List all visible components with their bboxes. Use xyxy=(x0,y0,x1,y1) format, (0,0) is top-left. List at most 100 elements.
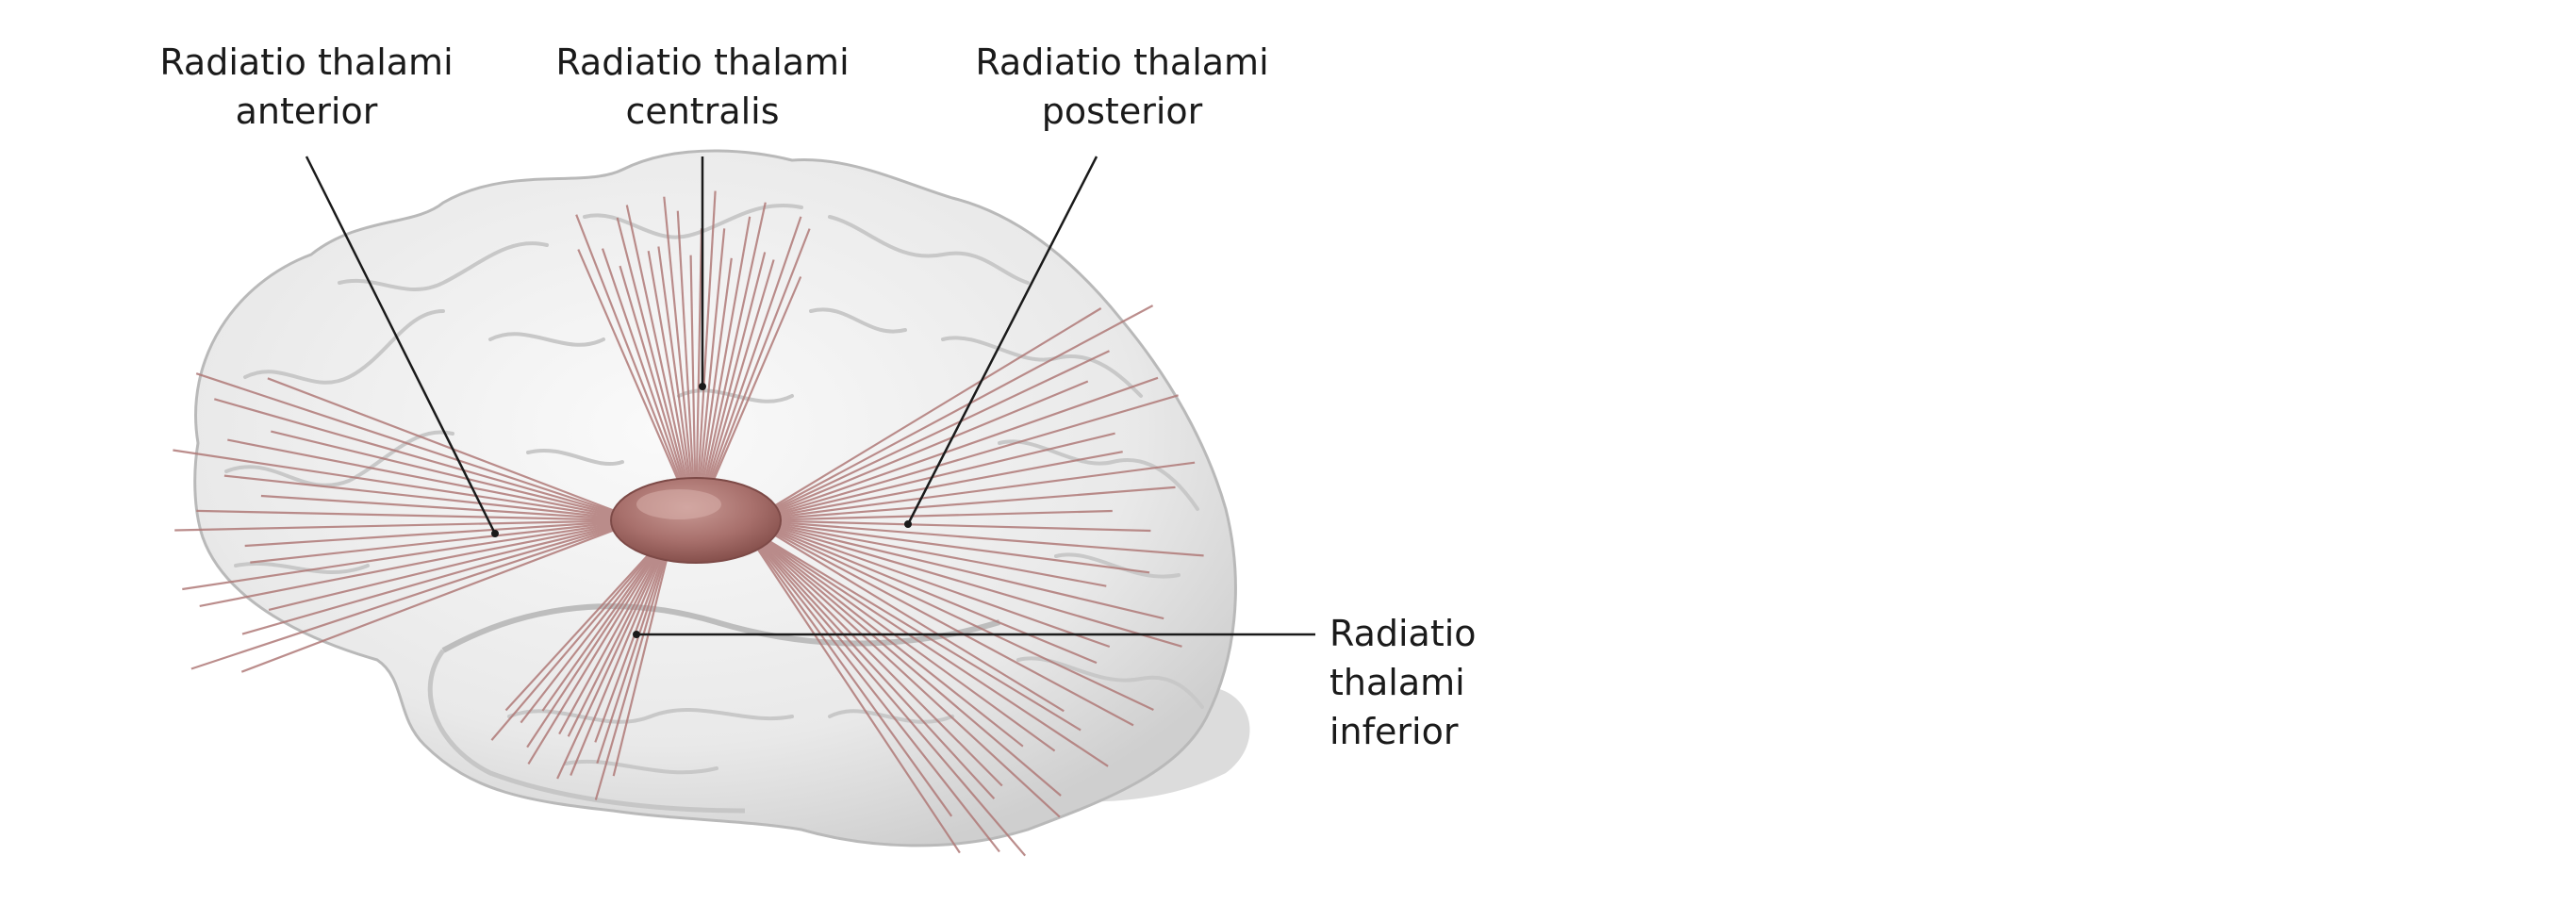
posterior-fiber xyxy=(770,520,1204,557)
posterior-fiber xyxy=(768,525,1111,649)
anterior-fiber xyxy=(182,521,621,591)
posterior-inferior-fiber xyxy=(758,542,996,800)
inferior-fiber xyxy=(490,551,652,741)
centralis-fiber xyxy=(710,276,802,485)
anterior-fiber xyxy=(240,525,623,673)
inferior-fiber xyxy=(541,553,655,712)
anterior-fiber xyxy=(174,519,621,532)
posterior-fiber xyxy=(768,380,1089,515)
centralis-fiber xyxy=(699,228,726,484)
label-radiatio-thalami-posterior: Radiatio thalami posterior xyxy=(952,38,1292,136)
leader-posterior xyxy=(906,156,1098,525)
anterior-fiber xyxy=(260,494,621,520)
label-inferior-line3: inferior xyxy=(1329,711,1459,752)
label-centralis-line1: Radiatio thalami xyxy=(555,41,850,83)
centralis-fiber xyxy=(704,252,767,484)
anterior-fiber xyxy=(250,520,621,564)
label-radiatio-thalami-inferior: Radiatio thalami inferior xyxy=(1329,609,1575,756)
posterior-inferior-fiber xyxy=(761,541,1061,818)
label-posterior-line2: posterior xyxy=(1041,90,1203,132)
centralis-fiber xyxy=(700,257,733,484)
inferior-fiber xyxy=(504,551,652,712)
centralis-fiber xyxy=(702,216,751,484)
centralis-fiber xyxy=(689,255,697,484)
inferior-fiber xyxy=(556,555,662,780)
posterior-fiber xyxy=(770,509,1113,521)
posterior-fiber xyxy=(770,461,1196,519)
label-anterior-line2: anterior xyxy=(235,90,378,132)
label-posterior-line1: Radiatio thalami xyxy=(975,41,1269,83)
leader-anterior xyxy=(305,156,497,535)
temporal-lobe-edge xyxy=(427,649,746,814)
dot-anterior xyxy=(491,530,499,537)
posterior-inferior-fiber xyxy=(755,544,953,817)
inferior-fiber xyxy=(612,557,669,777)
posterior-fiber xyxy=(766,529,1065,713)
anterior-fiber xyxy=(227,438,621,518)
centralis-fiber xyxy=(625,205,688,484)
centralis-fiber xyxy=(707,216,802,485)
thalamus-highlight xyxy=(636,489,721,519)
anterior-fiber xyxy=(241,524,622,635)
anterior-fiber xyxy=(199,522,621,607)
inferior-fiber xyxy=(596,556,666,765)
posterior-inferior-fiber xyxy=(762,540,1062,797)
posterior-fiber xyxy=(769,523,1164,620)
posterior-fiber xyxy=(768,526,1098,665)
centralis-fiber xyxy=(663,196,693,484)
posterior-fiber xyxy=(769,394,1179,517)
posterior-fiber xyxy=(769,432,1115,518)
inferior-fiber xyxy=(526,553,656,749)
inferior-fiber xyxy=(527,554,657,765)
centralis-fiber xyxy=(703,202,767,484)
inferior-fiber xyxy=(558,554,659,735)
dot-posterior xyxy=(904,520,912,528)
posterior-fiber xyxy=(768,527,1154,711)
label-inferior-line2: thalami xyxy=(1329,662,1465,703)
inferior-fiber xyxy=(570,555,663,777)
posterior-inferior-fiber xyxy=(760,542,1003,787)
leader-dots xyxy=(491,383,912,638)
posterior-inferior-fiber xyxy=(763,540,1024,748)
anterior-fiber xyxy=(173,449,621,519)
centralis-fiber xyxy=(709,228,811,485)
anterior-fiber xyxy=(223,474,621,520)
anterior-fiber xyxy=(195,372,623,516)
posterior-fiber xyxy=(768,376,1159,516)
posterior-inferior-fiber xyxy=(756,543,1000,853)
centralis-fiber xyxy=(695,228,703,484)
anterior-fiber xyxy=(267,377,623,516)
posterior-fiber xyxy=(768,350,1110,514)
centralis-fiber xyxy=(676,210,695,484)
posterior-fiber xyxy=(767,528,1134,727)
posterior-fiber xyxy=(770,485,1176,520)
label-anterior-line1: Radiatio thalami xyxy=(159,41,454,83)
lateral-sulcus xyxy=(441,603,1000,653)
centralis-fiber xyxy=(616,217,687,484)
posterior-inferior-fiber xyxy=(757,543,1027,857)
anterior-fiber xyxy=(196,509,621,521)
label-centralis-line2: centralis xyxy=(625,90,780,132)
posterior-fiber xyxy=(770,521,1150,574)
anterior-fiber xyxy=(244,520,621,548)
centralis-fiber xyxy=(601,248,685,485)
centralis-fiber xyxy=(619,265,685,485)
dot-centralis xyxy=(699,383,706,390)
posterior-inferior-fiber xyxy=(753,544,961,854)
centralis-fiber xyxy=(706,259,775,485)
posterior-fiber xyxy=(770,522,1107,587)
inferior-fiber xyxy=(520,552,653,724)
inferior-fiber xyxy=(594,556,668,800)
inferior-fiber xyxy=(594,556,665,743)
anterior-fiber xyxy=(213,398,622,517)
posterior-fiber xyxy=(769,524,1182,648)
anterior-fiber xyxy=(268,523,622,611)
posterior-inferior-fiber xyxy=(764,539,1056,752)
label-radiatio-thalami-centralis: Radiatio thalami centralis xyxy=(533,38,872,136)
posterior-fiber xyxy=(770,451,1123,518)
centralis-fiber xyxy=(575,214,683,485)
centralis-fiber xyxy=(577,249,682,485)
fiber-radiations xyxy=(173,190,1204,857)
label-radiatio-thalami-anterior: Radiatio thalami anterior xyxy=(137,38,476,136)
